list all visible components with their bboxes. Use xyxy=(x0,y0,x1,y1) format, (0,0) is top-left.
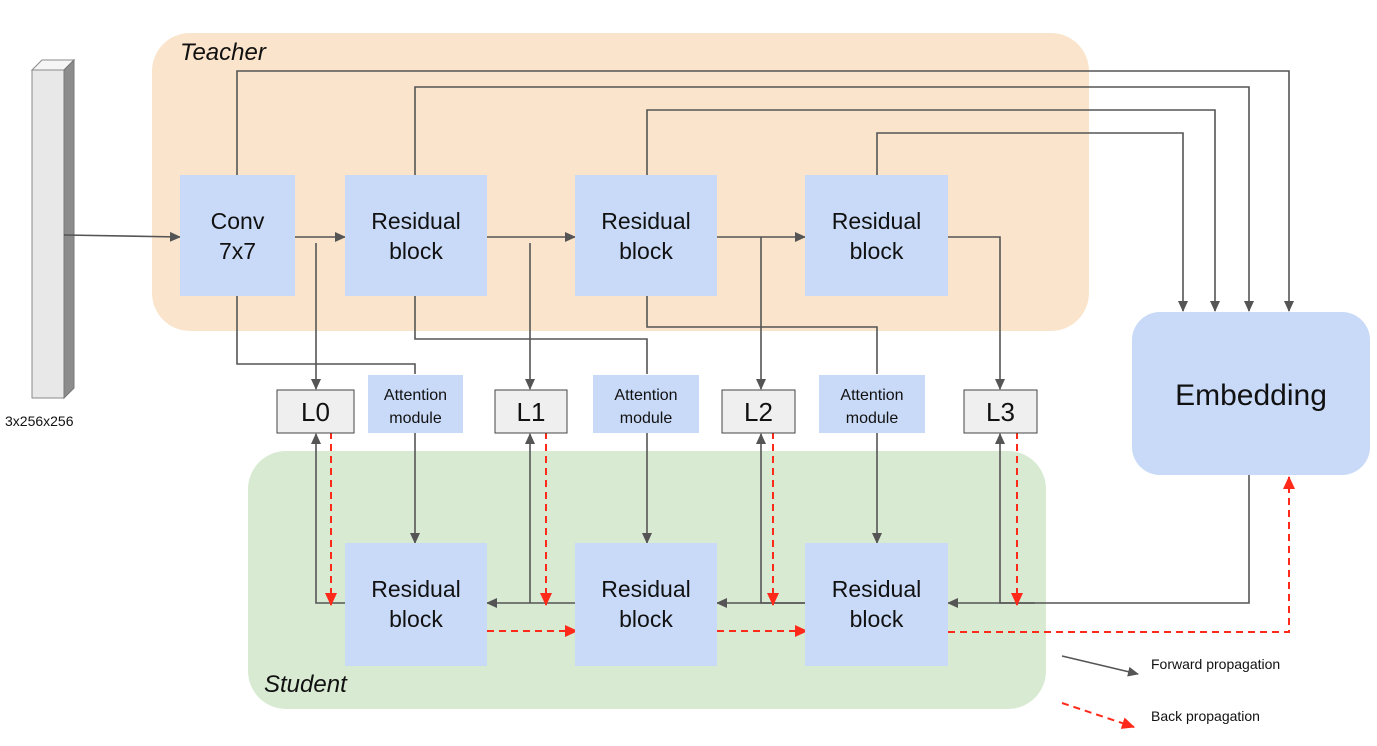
student-residual-block-3: Residual block xyxy=(805,543,948,666)
svg-text:block: block xyxy=(850,606,904,632)
student-residual-block-2: Residual block xyxy=(575,543,717,666)
svg-text:block: block xyxy=(389,606,443,632)
svg-text:module: module xyxy=(846,410,899,427)
svg-text:Embedding: Embedding xyxy=(1175,379,1327,412)
teacher-conv-block: Conv 7x7 xyxy=(180,175,295,296)
svg-text:Residual: Residual xyxy=(371,208,461,234)
svg-text:L3: L3 xyxy=(986,397,1015,427)
back-propagation-connections xyxy=(325,432,1295,637)
teacher-residual-block-1: Residual block xyxy=(345,175,487,296)
teacher-label: Teacher xyxy=(180,39,267,66)
input-size-label: 3x256x256 xyxy=(5,413,74,429)
legend-back-label: Back propagation xyxy=(1151,708,1260,724)
legend-back-arrow xyxy=(1061,702,1135,729)
forward-connections xyxy=(63,70,1294,608)
svg-text:block: block xyxy=(619,606,673,632)
teacher-residual-block-2: Residual block xyxy=(575,175,717,296)
input-tensor xyxy=(30,58,76,400)
svg-text:Attention: Attention xyxy=(840,387,903,404)
loss-box-l1: L1 xyxy=(494,389,568,434)
attention-module-3: Attention module xyxy=(819,375,925,433)
loss-box-l3: L3 xyxy=(963,389,1038,434)
svg-text:L2: L2 xyxy=(744,397,773,427)
legend: Forward propagation Back propagation xyxy=(1061,655,1280,729)
svg-text:Conv: Conv xyxy=(211,208,265,234)
svg-text:block: block xyxy=(850,238,904,264)
loss-box-l0: L0 xyxy=(276,389,355,434)
svg-text:Attention: Attention xyxy=(614,387,677,404)
teacher-residual-block-3: Residual block xyxy=(805,175,948,296)
attention-module-2: Attention module xyxy=(593,375,699,433)
loss-box-l2: L2 xyxy=(721,389,796,434)
svg-text:L1: L1 xyxy=(517,397,546,427)
svg-text:Residual: Residual xyxy=(601,576,691,602)
svg-text:Residual: Residual xyxy=(832,576,922,602)
svg-text:Residual: Residual xyxy=(601,208,691,234)
student-residual-block-1: Residual block xyxy=(345,543,487,666)
attention-module-1: Attention module xyxy=(368,375,463,433)
svg-text:Attention: Attention xyxy=(384,387,447,404)
svg-text:7x7: 7x7 xyxy=(219,238,256,264)
embedding-block: Embedding xyxy=(1132,312,1370,475)
student-label: Student xyxy=(264,671,348,698)
svg-text:Residual: Residual xyxy=(371,576,461,602)
svg-text:block: block xyxy=(389,238,443,264)
legend-forward-arrow xyxy=(1061,655,1139,677)
svg-text:block: block xyxy=(619,238,673,264)
legend-forward-label: Forward propagation xyxy=(1151,656,1280,672)
svg-text:module: module xyxy=(389,410,442,427)
svg-text:module: module xyxy=(620,410,673,427)
svg-text:Residual: Residual xyxy=(832,208,922,234)
svg-text:L0: L0 xyxy=(301,397,330,427)
